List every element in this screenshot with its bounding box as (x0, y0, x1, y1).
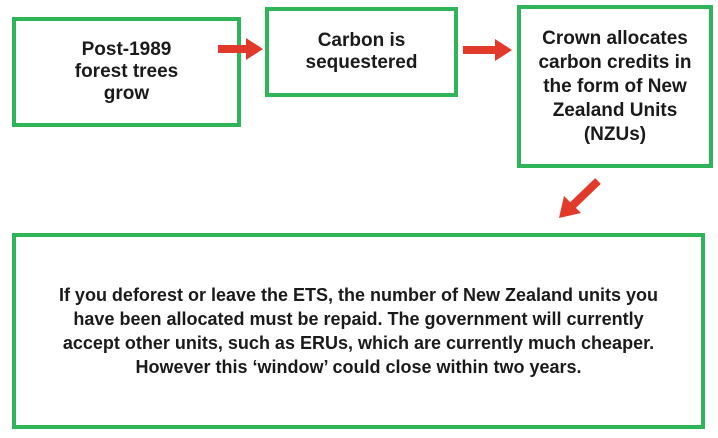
arrow-right-icon (463, 39, 512, 61)
note-text: If you deforest or leave the ETS, the nu… (58, 285, 659, 377)
note-box: If you deforest or leave the ETS, the nu… (12, 233, 705, 429)
step-label-tree-growth: Post-1989 forest trees grow (74, 39, 179, 104)
arrow-right-icon (218, 38, 263, 60)
arrow-down-left-icon (559, 178, 601, 218)
step-box-sequestration: Carbon is sequestered (265, 7, 458, 97)
step-label-sequestration: Carbon is sequestered (305, 30, 418, 73)
step-box-tree-growth: Post-1989 forest trees grow (12, 17, 241, 127)
step-box-credit-allocation: Crown allocates carbon credits in the fo… (517, 5, 713, 168)
step-label-credit-allocation: Crown allocates carbon credits in the fo… (538, 27, 692, 145)
